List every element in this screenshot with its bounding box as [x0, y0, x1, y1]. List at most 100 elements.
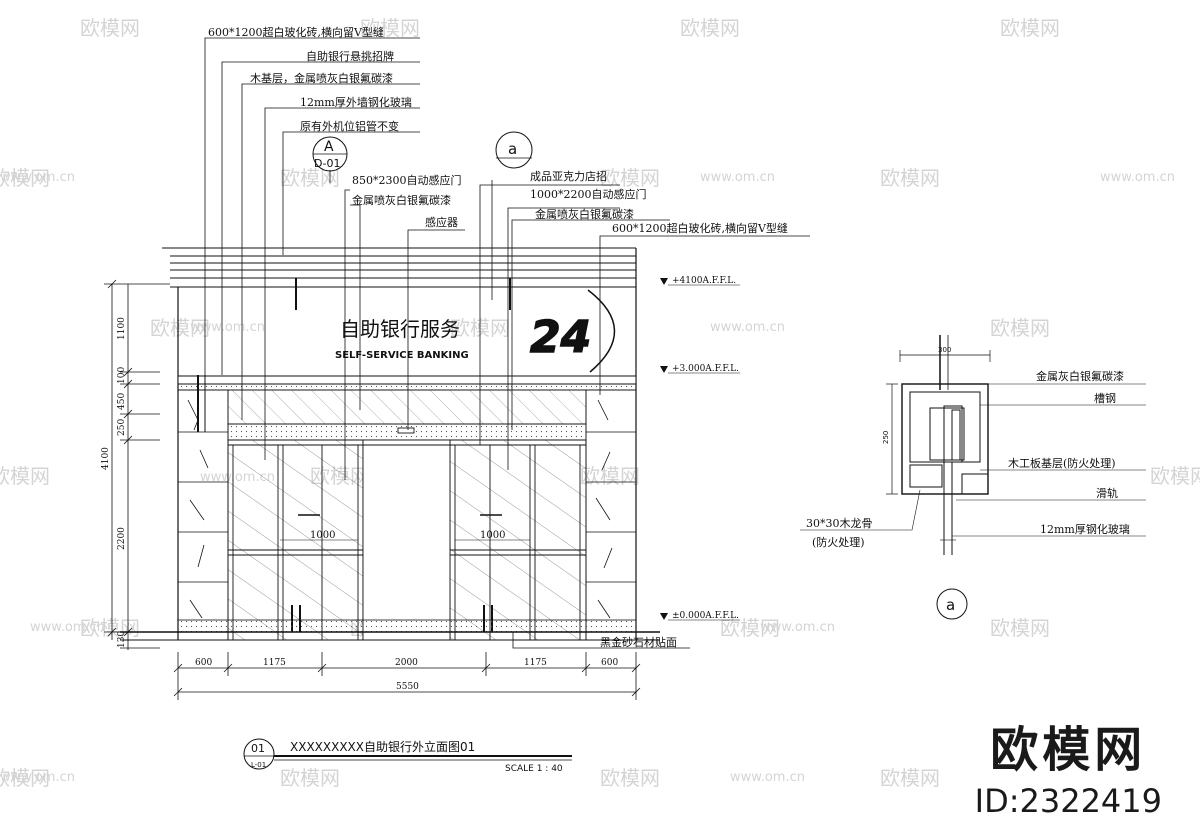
callout-right-3: 600*1200超白玻化砖,横向留V型缝	[612, 221, 788, 235]
sign-cn: 自助银行服务	[340, 317, 460, 341]
detail-label-2: 木工板基层(防火处理)	[1008, 456, 1116, 470]
door-width-right: 1000	[480, 530, 505, 541]
floor-note: 黑金砂石材贴面	[600, 635, 677, 649]
title-text: XXXXXXXXX自助银行外立面图01	[290, 739, 475, 754]
callout-mid-1: 金属喷灰白银氟碳漆	[352, 193, 451, 207]
watermark-url: www.om.cn	[0, 170, 75, 185]
detail-labels: 300 250 金属灰白银氟碳漆 槽钢 木工板基层(防火处理) 滑轨 12mm厚…	[806, 346, 1130, 549]
dim-h-3: 1175	[524, 658, 547, 668]
floor	[120, 619, 660, 641]
title-num: 01	[251, 742, 265, 755]
title-block: 01 L-01 XXXXXXXXX自助银行外立面图01 SCALE 1 : 40	[243, 738, 572, 774]
dim-v-4: 2200	[117, 527, 127, 550]
watermark-url: www.om.cn	[730, 770, 805, 785]
vertical-dim-labels: 4100 1100 100 450 250 2200 130	[101, 317, 127, 648]
dim-h-total: 5550	[396, 682, 419, 692]
watermark-text: 欧模网	[600, 766, 660, 790]
dim-v-5: 130	[117, 631, 127, 648]
callout-mid-2: 感应器	[425, 215, 458, 229]
detail-marker-label: a	[508, 140, 517, 158]
dim-h-1: 1175	[263, 658, 286, 668]
watermark-text: 欧模网	[880, 766, 940, 790]
brand-name: 欧模网	[990, 722, 1147, 778]
callout-left-1: 自助银行悬挑招牌	[306, 49, 394, 63]
watermark-text: 欧模网	[280, 766, 340, 790]
watermark-text: 欧模网	[80, 16, 140, 40]
watermark-text: 欧模网	[80, 616, 140, 640]
horizontal-dim-labels: 600 1175 2000 1175 600 5550	[195, 658, 618, 692]
callout-left-4: 原有外机位铝管不变	[300, 119, 399, 133]
watermark-text: 欧模网	[0, 766, 50, 790]
section-marker: A D-01	[312, 136, 348, 183]
logo-arc	[587, 289, 616, 373]
detail-leaders	[800, 383, 1146, 537]
horizontal-dimensions	[173, 652, 641, 700]
sign-logo: 24	[530, 312, 591, 363]
watermark-text: 欧模网	[360, 16, 420, 40]
title-sheet: L-01	[251, 761, 266, 769]
sign: 自助银行服务 SELF-SERVICE BANKING 24	[335, 289, 616, 373]
watermark-url: www.om.cn	[30, 620, 105, 635]
watermark-text: 欧模网	[680, 16, 740, 40]
detail-dim-height: 250	[882, 431, 890, 444]
watermark-url: www.om.cn	[1100, 170, 1175, 185]
detail-dim-width: 300	[938, 346, 951, 354]
dim-h-4: 600	[601, 658, 618, 668]
brand-id: ID:2322419	[974, 782, 1162, 820]
watermark-url: www.om.cn	[710, 320, 785, 335]
callout-left-2: 木基层，金属喷灰白银氟碳漆	[250, 71, 393, 85]
callout-right-1: 1000*2200自动感应门	[530, 187, 647, 201]
watermark-text: 欧模网	[1000, 16, 1060, 40]
dim-v-3: 250	[117, 419, 127, 436]
callout-labels: 600*1200超白玻化砖,横向留V型缝 自助银行悬挑招牌 木基层，金属喷灰白银…	[208, 25, 788, 649]
door-width-left: 1000	[310, 530, 335, 541]
watermark-text: 欧模网	[1150, 464, 1200, 488]
callout-mid-0: 850*2300自动感应门	[352, 173, 462, 187]
section-marker-top: A	[324, 139, 334, 155]
watermark-text: 欧模网	[880, 166, 940, 190]
level-floor: ±0.000A.F.F.L.	[672, 611, 739, 621]
detail-label-3: 滑轨	[1096, 486, 1118, 500]
glass-doors	[227, 427, 587, 641]
level-top: +4100A.F.F.L.	[672, 276, 736, 286]
detail-label-1: 槽钢	[1094, 392, 1116, 405]
watermark-text: 欧模网	[580, 464, 640, 488]
title-scale: SCALE 1 : 40	[505, 764, 563, 774]
detail-label-0: 金属灰白银氟碳漆	[1036, 369, 1124, 383]
watermark-text: 欧模网	[150, 316, 210, 340]
watermark-text: 欧模网	[600, 166, 660, 190]
callout-right-2: 金属喷灰白银氟碳漆	[535, 207, 634, 221]
dim-v-2: 450	[117, 393, 127, 410]
detail-section	[886, 335, 991, 555]
vertical-dimensions	[104, 279, 170, 650]
watermark-url: www.om.cn	[760, 620, 835, 635]
dim-v-1: 100	[117, 367, 127, 384]
dim-v-total: 4100	[101, 447, 111, 470]
sign-en: SELF-SERVICE BANKING	[335, 350, 469, 361]
detail-marker-bottom: a	[936, 588, 968, 620]
section-marker-bottom: D-01	[314, 157, 340, 170]
callout-right-0: 成品亚克力店招	[530, 169, 607, 183]
detail-marker-bottom-label: a	[946, 596, 955, 614]
watermark-text: 欧模网	[0, 464, 50, 488]
detail-left-label-1: (防火处理)	[812, 535, 865, 549]
detail-marker: a	[495, 131, 533, 169]
watermark-text: 欧模网	[990, 316, 1050, 340]
watermark-url: www.om.cn	[700, 170, 775, 185]
brand-stamp: 欧模网 ID:2322419	[975, 710, 1162, 820]
dim-h-0: 600	[195, 658, 212, 668]
dim-h-2: 2000	[395, 658, 418, 668]
detail-left-label-0: 30*30木龙骨	[806, 517, 873, 530]
dim-v-0: 1100	[117, 317, 127, 340]
callout-left-3: 12mm厚外墙钢化玻璃	[300, 95, 412, 109]
watermark-url: www.om.cn	[0, 770, 75, 785]
callout-left-0: 600*1200超白玻化砖,横向留V型缝	[208, 25, 384, 39]
level-mid: +3.000A.F.F.L.	[672, 364, 739, 374]
watermark-url: www.om.cn	[190, 320, 265, 335]
watermark-text: 欧模网	[0, 166, 50, 190]
leader-lines	[204, 37, 810, 649]
watermark-text: 欧模网	[990, 616, 1050, 640]
level-markers: +4100A.F.F.L. +3.000A.F.F.L. ±0.000A.F.F…	[660, 276, 740, 621]
